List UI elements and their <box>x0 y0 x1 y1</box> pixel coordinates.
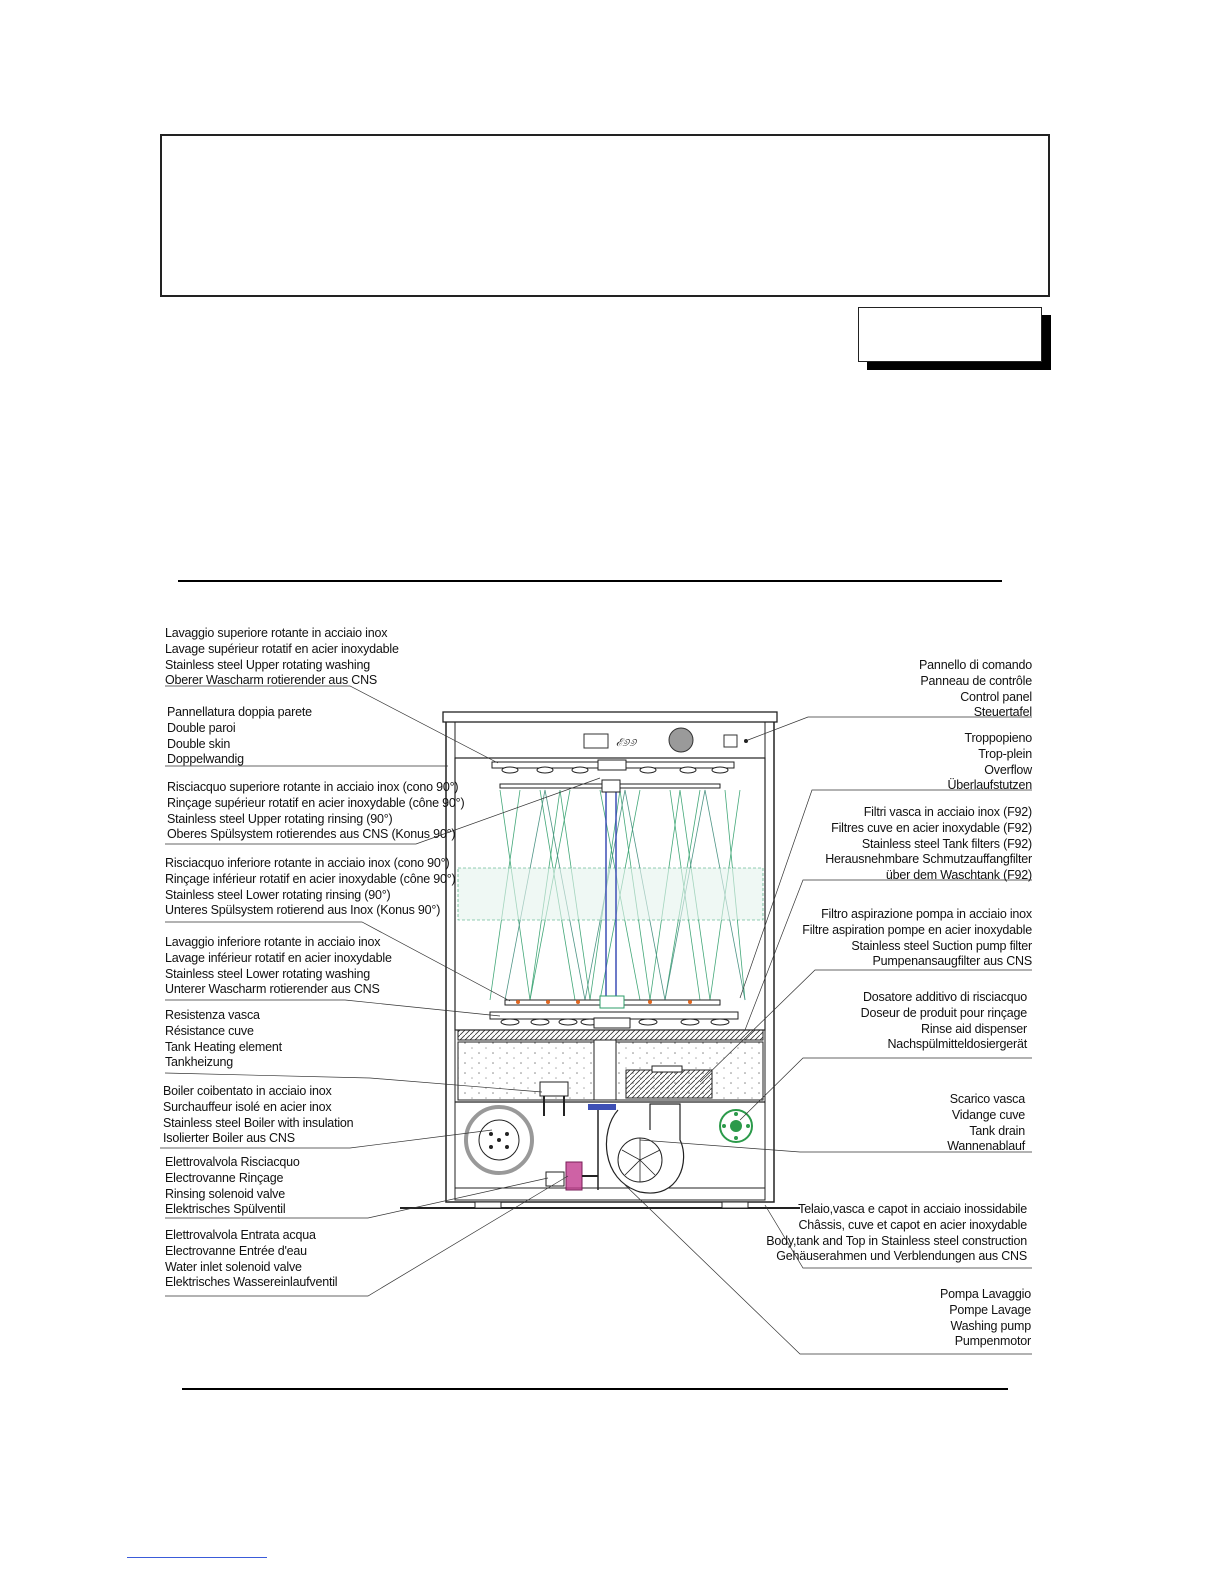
label-lower-rinsing: Risciacquo inferiore rotante in acciaio … <box>165 856 456 919</box>
label-tank-drain: Scarico vasca Vidange cuve Tank drain Wa… <box>947 1092 1025 1155</box>
label-line: Filtro aspirazione pompa in acciaio inox <box>821 907 1032 921</box>
label-rinse-aid: Dosatore additivo di risciacquo Doseur d… <box>860 990 1028 1053</box>
label-line: Tank Heating element <box>165 1039 282 1054</box>
label-line: Electrovanne Entrée d'eau <box>165 1243 307 1258</box>
label-line: Elettrovalvola Entrata acqua <box>165 1228 316 1242</box>
label-line: Tank drain <box>969 1123 1025 1138</box>
label-line: Filtri vasca in acciaio inox (F92) <box>863 805 1032 819</box>
control-dial-icon <box>668 727 694 753</box>
label-line: Elettrovalvola Risciacquo <box>165 1155 300 1169</box>
label-suction-filter: Filtro aspirazione pompa in acciaio inox… <box>802 907 1032 970</box>
label-body: Telaio,vasca e capot in acciaio inossida… <box>766 1202 1027 1265</box>
label-line: Dosatore additivo di risciacquo <box>862 990 1027 1004</box>
label-line: Pompe Lavage <box>949 1302 1031 1317</box>
label-line: Filtres cuve en acier inoxydable (F92) <box>831 820 1032 835</box>
label-line: Double paroi <box>167 720 236 735</box>
label-line: Rinsing solenoid valve <box>165 1186 285 1201</box>
label-overflow: Troppopieno Trop-plein Overflow Überlauf… <box>947 731 1032 794</box>
label-control-panel: Pannello di comando Panneau de contrôle … <box>919 658 1032 721</box>
label-line: Doseur de produit pour rinçage <box>860 1005 1028 1020</box>
label-line: Stainless steel Upper rotating washing <box>165 657 371 672</box>
label-double-skin: Pannellatura doppia parete Double paroi … <box>167 705 312 768</box>
label-line: Troppopieno <box>964 731 1032 745</box>
power-switch-icon <box>723 734 738 748</box>
label-inlet-valve: Elettrovalvola Entrata acqua Electrovann… <box>165 1228 338 1291</box>
label-upper-rinsing: Risciacquo superiore rotante in acciaio … <box>167 780 465 843</box>
label-line: Lavaggio superiore rotante in acciaio in… <box>165 626 388 640</box>
label-line: Oberes Spülsystem rotierendes aus CNS (K… <box>167 827 456 842</box>
label-line: Lavage supérieur rotatif en acier inoxyd… <box>165 641 399 656</box>
label-line: Panneau de contrôle <box>920 673 1032 688</box>
label-line: Vidange cuve <box>951 1107 1025 1122</box>
label-line: Rinçage inférieur rotatif en acier inoxy… <box>165 871 456 886</box>
label-line: Stainless steel Lower rotating washing <box>165 966 371 981</box>
label-boiler: Boiler coibentato in acciaio inox Surcha… <box>163 1084 354 1147</box>
label-line: Tankheizung <box>165 1055 233 1070</box>
label-line: Risciacquo inferiore rotante in acciaio … <box>165 856 450 870</box>
label-line: Body,tank and Top in Stainless steel con… <box>766 1233 1027 1248</box>
label-line: Nachspülmitteldosiergerät <box>887 1037 1027 1052</box>
label-line: Washing pump <box>950 1318 1031 1333</box>
label-line: Lavaggio inferiore rotante in acciaio in… <box>165 935 381 949</box>
label-line: Scarico vasca <box>949 1092 1025 1106</box>
label-line: Pompa Lavaggio <box>939 1287 1031 1301</box>
label-line: Filtre aspiration pompe en acier inoxyda… <box>802 922 1032 937</box>
label-line: Oberer Wascharm rotierender aus CNS <box>165 673 378 688</box>
label-line: Pumpenansaugfilter aus CNS <box>872 954 1033 969</box>
label-line: Unterer Wascharm rotierender aus CNS <box>165 982 380 997</box>
label-line: Stainless steel Suction pump filter <box>851 938 1032 953</box>
label-line: Châssis, cuve et capot en acier inoxydab… <box>798 1217 1027 1232</box>
section-tag-box <box>858 307 1042 362</box>
label-line: über dem Waschtank (F92) <box>885 868 1032 883</box>
label-line: Elektrisches Wassereinlaufventil <box>165 1275 338 1290</box>
label-line: Resistenza vasca <box>165 1008 260 1022</box>
label-line: Wannenablauf <box>947 1139 1025 1154</box>
label-line: Electrovanne Rinçage <box>165 1170 284 1185</box>
footer-link-rule <box>127 1557 267 1558</box>
label-line: Pannellatura doppia parete <box>167 705 312 719</box>
label-line: Water inlet solenoid valve <box>165 1259 302 1274</box>
label-line: Herausnehmbare Schmutzauffangfilter <box>825 852 1032 867</box>
label-line: Rinçage supérieur rotatif en acier inoxy… <box>167 795 465 810</box>
label-line: Telaio,vasca e capot in acciaio inossida… <box>798 1202 1027 1216</box>
top-rule <box>178 580 1002 582</box>
label-line: Doppelwandig <box>167 752 244 767</box>
label-line: Steuertafel <box>973 705 1032 720</box>
label-line: Résistance cuve <box>165 1023 254 1038</box>
solenoid-valve-icon <box>545 1171 565 1187</box>
label-line: Overflow <box>984 762 1032 777</box>
panel-display-icon <box>583 733 609 749</box>
header-frame <box>160 134 1050 297</box>
label-upper-washing: Lavaggio superiore rotante in acciaio in… <box>165 626 399 689</box>
label-line: Lavage inférieur rotatif en acier inoxyd… <box>165 950 392 965</box>
label-line: Double skin <box>167 736 231 751</box>
label-line: Stainless steel Boiler with insulation <box>163 1115 354 1130</box>
label-tank-heating: Resistenza vasca Résistance cuve Tank He… <box>165 1008 282 1071</box>
svg-text:ℰ୬୬: ℰ୬୬ <box>616 737 637 749</box>
label-rinse-valve: Elettrovalvola Risciacquo Electrovanne R… <box>165 1155 300 1218</box>
label-line: Isolierter Boiler aus CNS <box>163 1131 295 1146</box>
label-line: Elektrisches Spülventil <box>165 1202 286 1217</box>
label-line: Boiler coibentato in acciaio inox <box>163 1084 332 1098</box>
label-line: Stainless steel Tank filters (F92) <box>861 836 1032 851</box>
label-line: Überlaufstutzen <box>947 778 1032 793</box>
label-line: Rinse aid dispenser <box>921 1021 1027 1036</box>
label-line: Gehäuserahmen und Verblendungen aus CNS <box>776 1249 1027 1264</box>
bottom-rule <box>182 1388 1008 1390</box>
label-tank-filters: Filtri vasca in acciaio inox (F92) Filtr… <box>825 805 1032 884</box>
label-line: Pumpenmotor <box>954 1334 1032 1349</box>
label-line: Pannello di comando <box>919 658 1032 672</box>
label-line: Stainless steel Lower rotating rinsing (… <box>165 887 391 902</box>
label-line: Trop-plein <box>978 746 1032 761</box>
label-line: Stainless steel Upper rotating rinsing (… <box>167 811 393 826</box>
label-line: Control panel <box>960 689 1032 704</box>
label-line: Surchauffeur isolé en acier inox <box>163 1099 332 1114</box>
leader-lines <box>160 685 601 1297</box>
label-lower-washing: Lavaggio inferiore rotante in acciaio in… <box>165 935 392 998</box>
label-wash-pump: Pompa Lavaggio Pompe Lavage Washing pump… <box>940 1287 1031 1350</box>
top-cap <box>442 711 778 723</box>
label-line: Unteres Spülsystem rotierend aus Inox (K… <box>165 903 441 918</box>
label-line: Risciacquo superiore rotante in acciaio … <box>167 780 459 794</box>
